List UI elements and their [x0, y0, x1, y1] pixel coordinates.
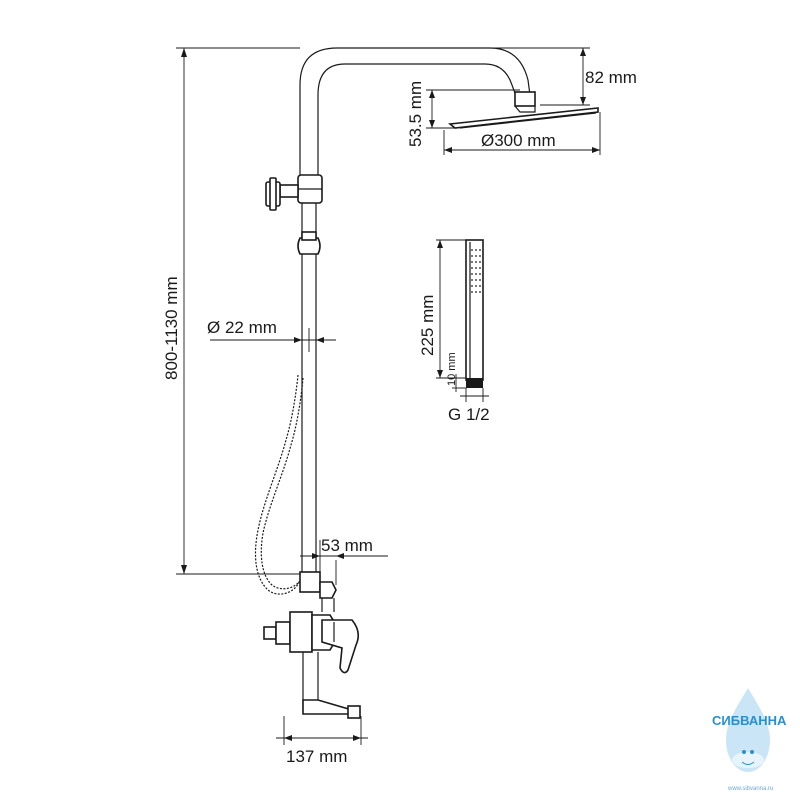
- dimension-82mm: 82 mm: [585, 68, 637, 87]
- shower-head: [447, 91, 599, 129]
- height-dimension: 800-1130 mm: [162, 47, 300, 575]
- pipe-diameter-dimension: Ø 22 mm: [207, 318, 336, 352]
- dimension-800-1130mm: 800-1130 mm: [162, 276, 181, 380]
- dimension-300mm: Ø300 mm: [481, 131, 556, 150]
- sibvanna-logo: СИБВАННА www.sibvanna.ru: [712, 688, 787, 792]
- bath-spout: 137 mm: [276, 652, 368, 766]
- hand-shower: 225 mm 10 mm G 1/2: [418, 239, 490, 424]
- dimension-22mm: Ø 22 mm: [207, 318, 277, 337]
- logo-text: СИБВАННА: [712, 713, 787, 728]
- dimension-10mm: 10 mm: [446, 352, 458, 386]
- shower-arm: [299, 47, 531, 175]
- shower-hose: [254, 374, 304, 595]
- dimension-53mm: 53 mm: [321, 536, 373, 555]
- shower-head-dimensions: 82 mm 53.5 mm Ø300 mm: [406, 47, 637, 155]
- logo-url: www.sibvanna.ru: [727, 786, 773, 792]
- mixer-valve: [263, 611, 360, 674]
- diverter: 53 mm: [299, 536, 388, 612]
- riser-pipe: [265, 174, 323, 572]
- dimension-225mm: 225 mm: [418, 295, 437, 356]
- dimension-137mm: 137 mm: [286, 747, 347, 766]
- dimension-53-5mm: 53.5 mm: [406, 81, 425, 147]
- thread-label: G 1/2: [448, 405, 490, 424]
